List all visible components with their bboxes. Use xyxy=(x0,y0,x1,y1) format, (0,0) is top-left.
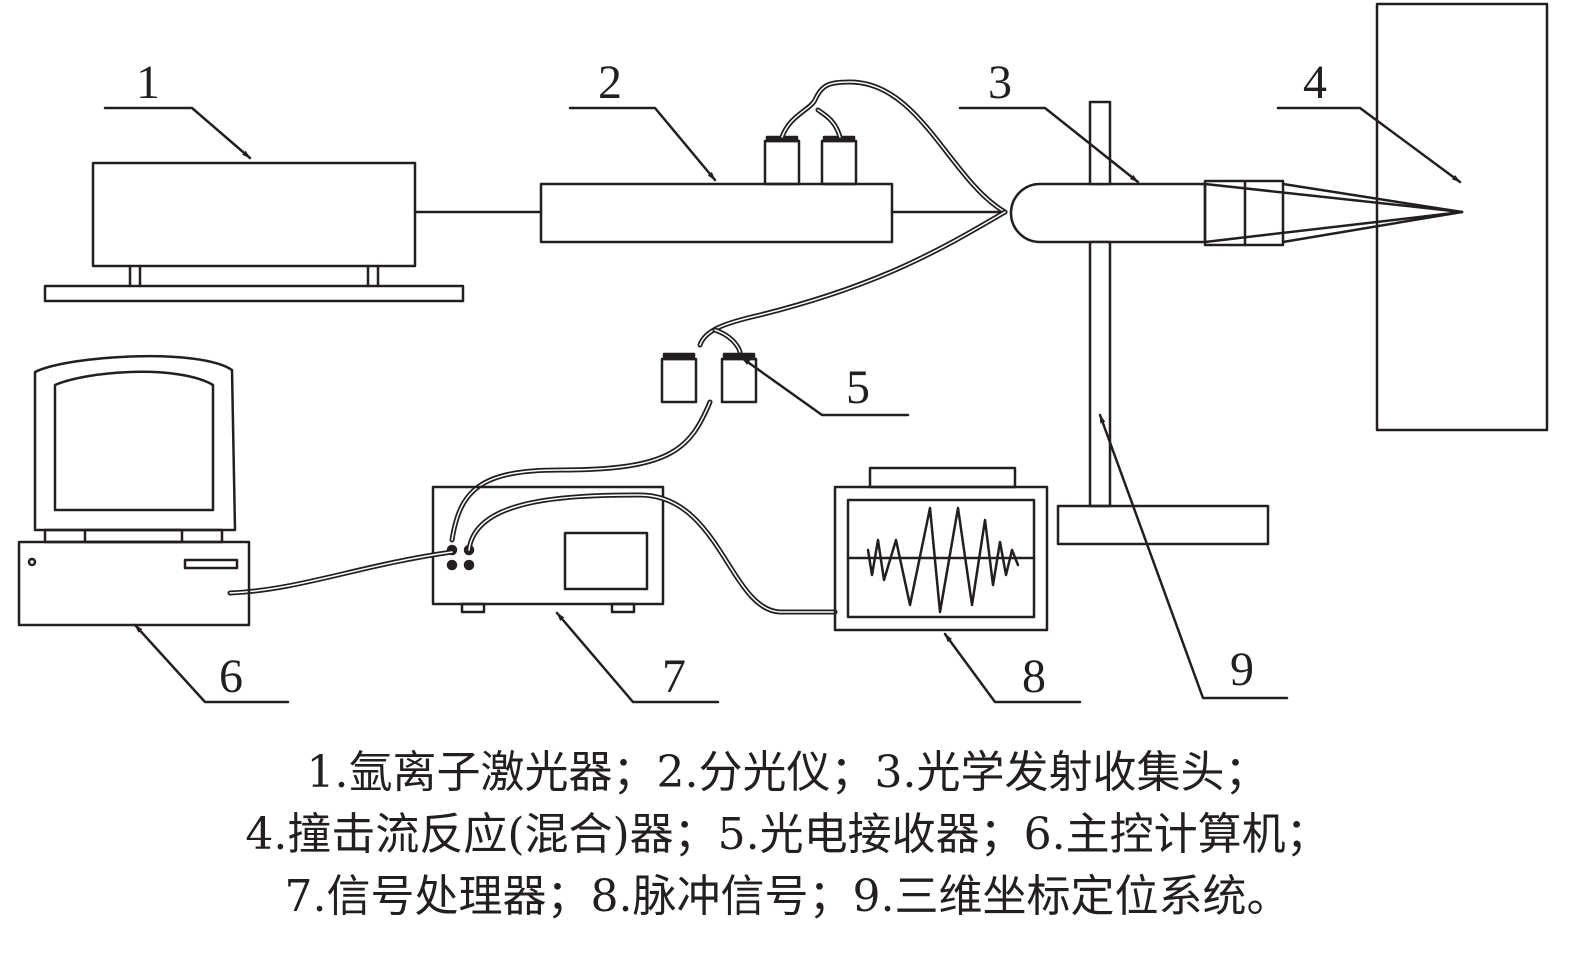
fiber-cable xyxy=(712,327,743,355)
leader-line-7 xyxy=(555,611,720,704)
callout-4: 4 xyxy=(1303,56,1327,109)
leader-line-1 xyxy=(103,106,252,160)
signal-cable xyxy=(451,401,711,541)
legend-line-2: 4.撞击流反应(混合)器；5.光电接收器；6.主控计算机； xyxy=(245,809,1330,860)
leader-line-2 xyxy=(568,106,717,182)
fiber-cable xyxy=(781,81,1006,213)
argon-ion-laser xyxy=(43,161,465,303)
fiber-cable xyxy=(815,107,843,140)
signal-cable xyxy=(466,492,838,615)
legend-line-3: 7.信号处理器；8.脉冲信号；9.三维坐标定位系统。 xyxy=(284,871,1291,922)
fiber-cable xyxy=(817,109,841,138)
leader-line-4 xyxy=(1276,106,1462,184)
leader-line-3 xyxy=(958,106,1140,184)
figure-legend: 1.氩离子激光器；2.分光仪；3.光学发射收集头； 4.撞击流反应(混合)器；5… xyxy=(0,742,1575,928)
leader-line-8 xyxy=(943,632,1082,704)
fiber-cable xyxy=(714,329,741,353)
callout-1: 1 xyxy=(136,56,160,109)
legend-line-1: 1.氩离子激光器；2.分光仪；3.光学发射收集头； xyxy=(306,747,1269,798)
positioning-stand xyxy=(1056,100,1270,546)
photoelectric-receivers xyxy=(660,352,758,404)
callout-6: 6 xyxy=(219,650,243,703)
callout-5: 5 xyxy=(846,361,870,414)
leader-line-9 xyxy=(1098,413,1289,700)
leader-line-6 xyxy=(133,623,290,704)
optical-probe-head xyxy=(1009,179,1464,247)
callout-9: 9 xyxy=(1230,643,1254,696)
main-control-computer xyxy=(17,354,251,627)
callout-3: 3 xyxy=(988,56,1012,109)
fiber-cable xyxy=(699,211,1006,346)
fiber-cable xyxy=(697,209,1008,348)
callout-8: 8 xyxy=(1022,650,1046,703)
pulse-waveform xyxy=(866,506,1020,614)
callout-2: 2 xyxy=(598,56,622,109)
experimental-setup-diagram: 1 2 3 4 5 6 7 8 9 xyxy=(17,2,1549,704)
signal-cable xyxy=(229,551,453,594)
pulse-signal-display xyxy=(833,466,1049,632)
callout-7: 7 xyxy=(662,650,686,703)
leader-line-5 xyxy=(740,356,910,417)
beam-splitter xyxy=(539,135,894,244)
signal-cable xyxy=(468,494,836,613)
fiber-cable xyxy=(779,79,1008,215)
impinging-stream-reactor xyxy=(1375,2,1549,432)
